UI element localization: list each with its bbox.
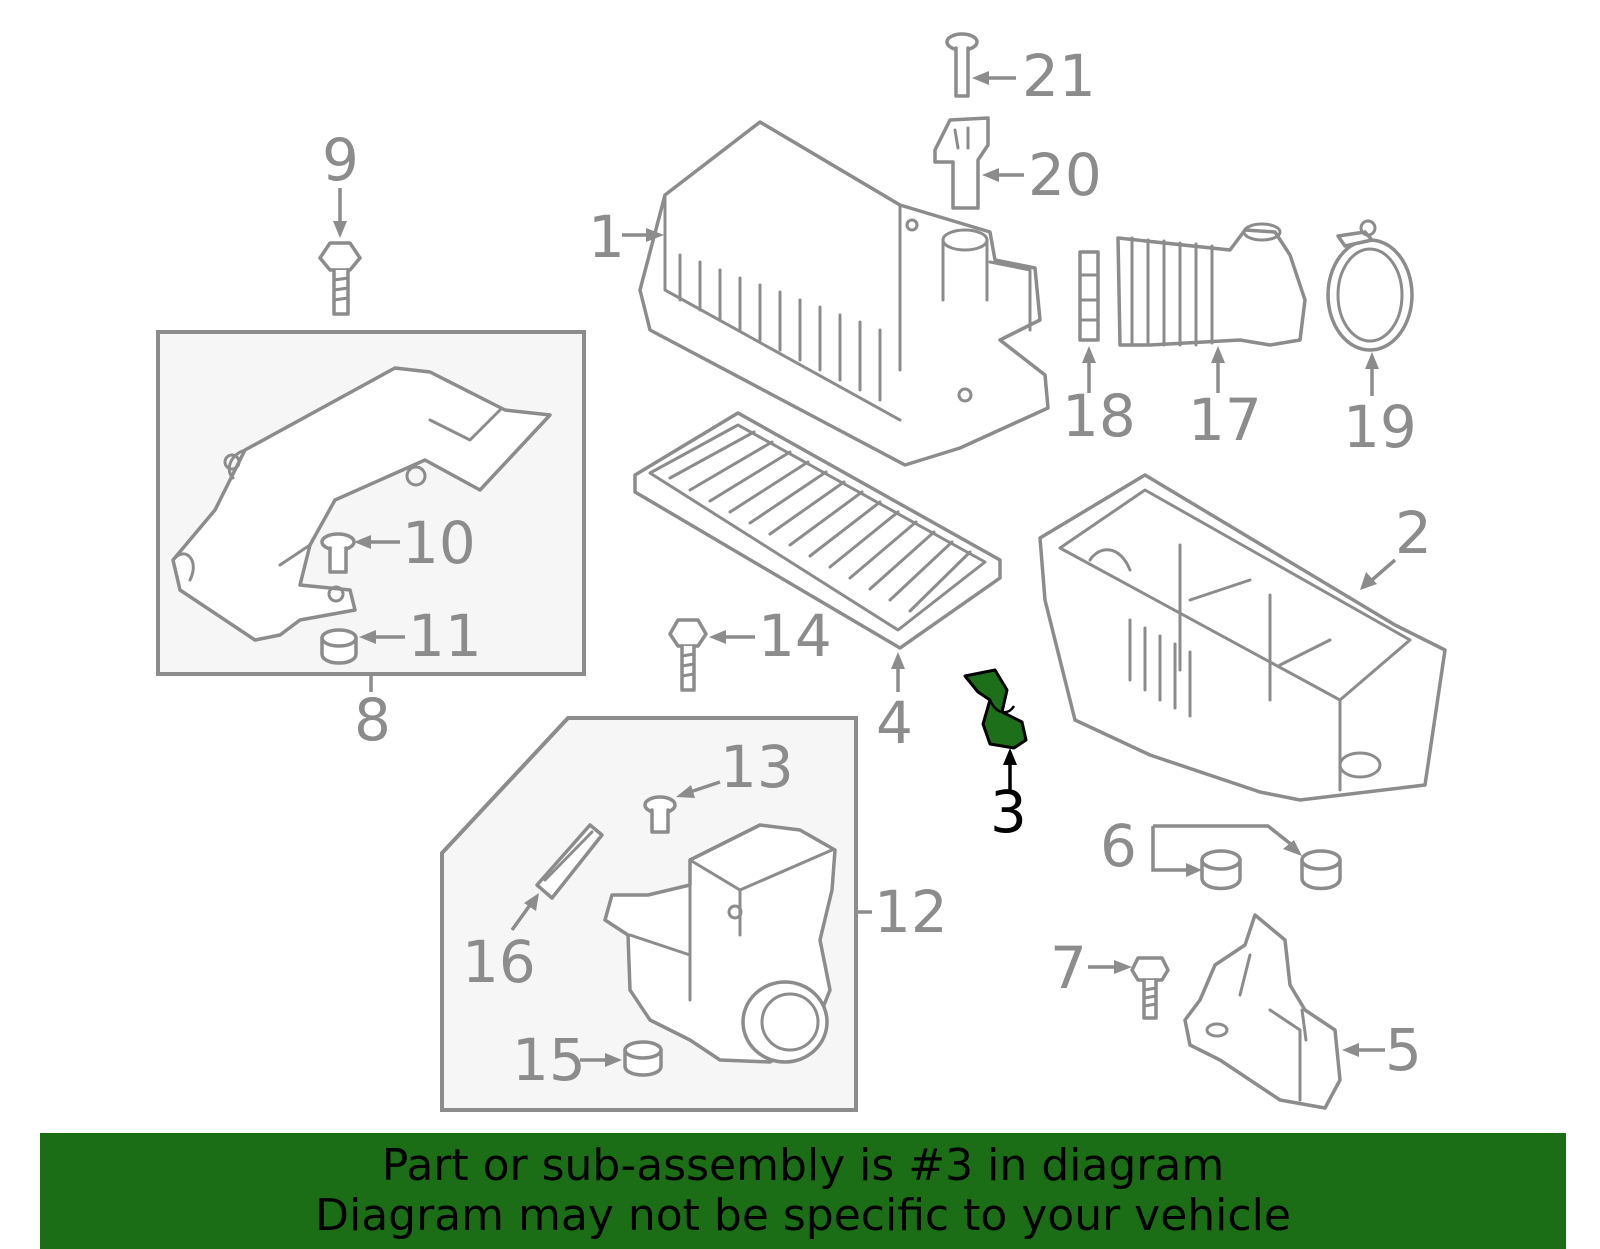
callout-5: 5 (1385, 1016, 1422, 1084)
callout-17: 17 (1188, 386, 1262, 454)
hose-clamp-part-19 (1326, 219, 1414, 352)
callout-16: 16 (462, 928, 536, 996)
callout-18: 18 (1062, 382, 1136, 450)
info-banner: Part or sub-assembly is #3 in diagram Di… (40, 1133, 1566, 1249)
callout-6: 6 (1100, 812, 1137, 880)
callout-11: 11 (408, 602, 482, 670)
callout-2: 2 (1395, 499, 1432, 567)
air-cleaner-upper-cover (638, 120, 1050, 467)
gasket-part-16 (535, 823, 604, 900)
callout-8: 8 (354, 686, 391, 754)
callout-7: 7 (1050, 934, 1087, 1002)
callout-4: 4 (876, 689, 913, 757)
sensor-part-18 (1078, 250, 1100, 342)
callout-21: 21 (1022, 42, 1096, 110)
clip-part-13 (643, 795, 677, 834)
bracket-part-5 (1183, 913, 1342, 1110)
callout-15: 15 (512, 1026, 586, 1094)
callout-12: 12 (874, 878, 948, 946)
clip-part-3-highlighted (963, 668, 1028, 750)
callout-14: 14 (758, 602, 832, 670)
callout-3-highlighted: 3 (990, 778, 1027, 846)
bolt-part-14 (668, 618, 708, 692)
air-intake-duct-part-8 (171, 366, 552, 642)
callout-10: 10 (402, 509, 476, 577)
grommet-part-11 (320, 628, 358, 665)
air-cleaner-lower-case (1038, 473, 1447, 802)
screw-part-21 (945, 32, 979, 98)
callout-1: 1 (588, 203, 625, 271)
throttle-body-part-12 (603, 823, 837, 1064)
air-filter-element (633, 411, 1002, 650)
callout-19: 19 (1343, 393, 1417, 461)
callout-labels: 1 2 3 4 5 6 7 8 9 10 11 12 13 14 15 16 1… (322, 42, 1432, 1094)
banner-line-1: Part or sub-assembly is #3 in diagram (381, 1140, 1225, 1191)
leader-lines (333, 71, 1397, 1067)
callout-9: 9 (322, 126, 359, 194)
callout-20: 20 (1028, 141, 1102, 209)
bolt-part-9 (318, 241, 362, 316)
grommet-pair-part-6 (1200, 849, 1342, 891)
grommet-part-15 (623, 1040, 663, 1077)
bolt-part-7 (1130, 956, 1170, 1020)
sensor-part-20 (933, 116, 990, 210)
air-hose-part-17 (1116, 222, 1307, 347)
callout-13: 13 (720, 733, 794, 801)
banner-line-2: Diagram may not be specific to your vehi… (315, 1190, 1291, 1241)
